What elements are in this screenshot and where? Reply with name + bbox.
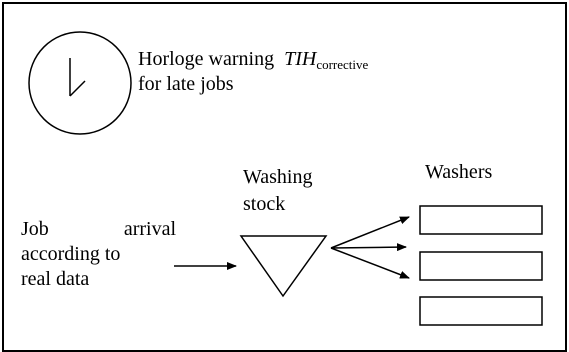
dispatch-arrow-middle <box>330 243 407 252</box>
clock-face <box>28 31 132 135</box>
washer-box <box>419 296 543 326</box>
arrival-label: Job arrival according to real data <box>21 217 176 292</box>
clock-caption-line2: for late jobs <box>138 73 234 95</box>
arrival-label-line1: Job arrival <box>21 217 176 242</box>
washer-box <box>419 205 543 235</box>
arrival-word-arrival: arrival <box>123 218 176 240</box>
arrival-label-line3: real data <box>21 268 90 290</box>
washers-label: Washers <box>425 161 493 183</box>
dispatch-arrow-bottom <box>330 247 410 279</box>
stock-label-line1: Washing <box>243 166 313 188</box>
stock-label: Washing stock <box>243 164 313 218</box>
clock-caption-variable: TIH <box>284 48 317 70</box>
dispatch-arrows <box>330 216 410 279</box>
clock-caption-subscript: corrective <box>316 57 369 72</box>
dispatch-arrow-top <box>330 216 410 249</box>
clock-hand-minute <box>69 80 86 97</box>
clock-caption: Horloge warning TIHcorrective <box>138 47 368 71</box>
arrival-label-line2: according to <box>21 243 121 265</box>
washers-group <box>419 205 543 326</box>
stock-triangle <box>239 235 328 298</box>
arrival-word-job: Job <box>21 218 49 240</box>
stock-label-line2: stock <box>243 193 286 215</box>
clock-caption-text: Horloge warning <box>138 48 275 70</box>
clock-icon <box>28 31 132 135</box>
washer-box <box>419 251 543 281</box>
